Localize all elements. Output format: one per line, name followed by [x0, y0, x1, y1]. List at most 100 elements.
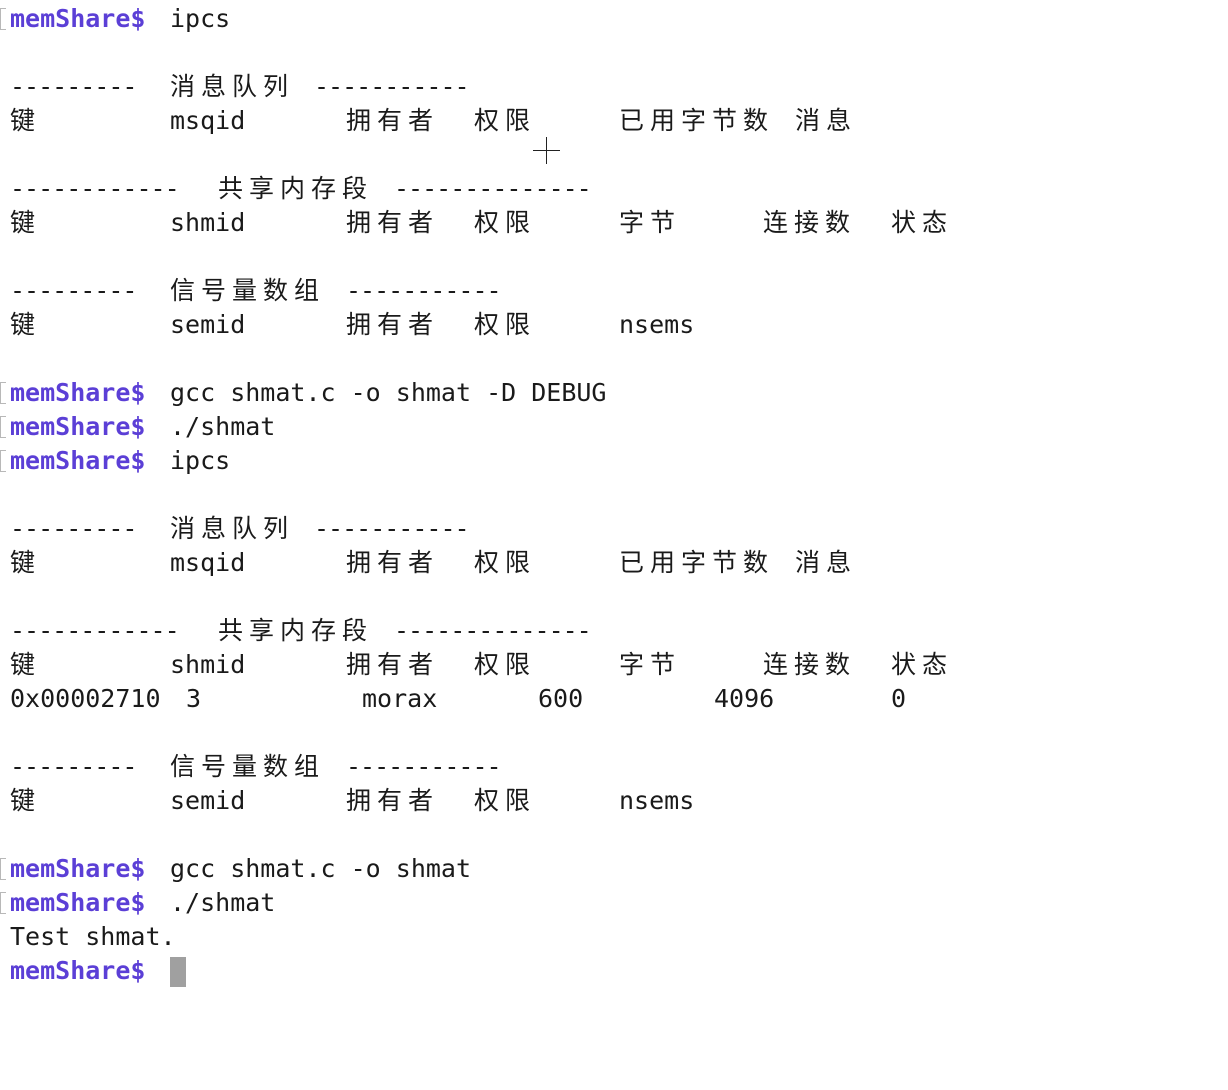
section-header-msg: --------- 消息队列 ----------- [0, 70, 1228, 104]
prompt-line: memShare$ ./shmat [0, 886, 1228, 920]
current-prompt-line[interactable]: memShare$ [0, 954, 1228, 988]
column-header: 拥有者 [346, 650, 440, 679]
mark-bracket [0, 8, 6, 30]
column-header: 消息 [795, 106, 858, 135]
prompt-line: memShare$ ./shmat [0, 410, 1228, 444]
section-header-sem: --------- 信号量数组 ----------- [0, 274, 1228, 308]
prompt-line: memShare$ ipcs [0, 444, 1228, 478]
section-header-msg: --------- 消息队列 ----------- [0, 512, 1228, 546]
column-header-row: 键 semid 拥有者 权限 nsems [0, 784, 1228, 818]
column-header: 键 [10, 786, 42, 815]
header-dashes-left: --------- [10, 752, 137, 781]
column-header: 键 [10, 106, 42, 135]
shm-nattch: 0 [891, 684, 907, 713]
column-header-row: 键 semid 拥有者 权限 nsems [0, 308, 1228, 342]
shell-prompt: memShare$ [10, 888, 146, 917]
prompt-line: memShare$ gcc shmat.c -o shmat [0, 852, 1228, 886]
output-line: Test shmat. [0, 920, 1228, 954]
column-header: shmid [170, 650, 246, 679]
header-dashes-left: ------------ [10, 616, 180, 645]
column-header-row: 键 msqid 拥有者 权限 已用字节数 消息 [0, 546, 1228, 580]
column-header: 拥有者 [346, 106, 440, 135]
shm-key: 0x00002710 [10, 684, 161, 713]
header-dashes-left: --------- [10, 514, 137, 543]
column-header: 拥有者 [346, 786, 440, 815]
section-title: 信号量数组 [170, 276, 326, 305]
column-header: 权限 [474, 548, 537, 577]
column-header: msqid [170, 548, 246, 577]
header-dashes-right: ----------- [314, 514, 470, 543]
shm-perms: 600 [538, 684, 584, 713]
column-header: 消息 [795, 548, 858, 577]
column-header: nsems [619, 786, 695, 815]
column-header: 权限 [474, 106, 537, 135]
mark-bracket [0, 450, 6, 472]
column-header-row: 键 msqid 拥有者 权限 已用字节数 消息 [0, 104, 1228, 138]
program-output: Test shmat. [10, 922, 176, 951]
prompt-line: memShare$ gcc shmat.c -o shmat -D DEBUG [0, 376, 1228, 410]
column-header: semid [170, 786, 246, 815]
command-text: ipcs [170, 446, 231, 475]
header-dashes-left: --------- [10, 276, 137, 305]
column-header-row: 键 shmid 拥有者 权限 字节 连接数 状态 [0, 206, 1228, 240]
shell-prompt: memShare$ [10, 446, 146, 475]
column-header: 连接数 [763, 650, 857, 679]
column-header: 权限 [474, 786, 537, 815]
command-text: ipcs [170, 4, 231, 33]
crosshair-cursor-icon [533, 137, 560, 164]
mark-bracket [0, 892, 6, 914]
mark-bracket [0, 858, 6, 880]
section-title: 共享内存段 [218, 174, 374, 203]
mark-bracket [0, 416, 6, 438]
text-cursor [170, 957, 186, 987]
mark-bracket [0, 382, 6, 404]
column-header: msqid [170, 106, 246, 135]
command-text: ./shmat [170, 412, 276, 441]
column-header: 权限 [474, 650, 537, 679]
column-header: 键 [10, 548, 42, 577]
section-header-shm: ------------ 共享内存段 -------------- [0, 614, 1228, 648]
shm-owner: morax [362, 684, 438, 713]
header-dashes-right: ----------- [314, 72, 470, 101]
column-header: 状态 [891, 650, 954, 679]
table-row: 0x00002710 3 morax 600 4096 0 [0, 682, 1228, 716]
column-header: 拥有者 [346, 310, 440, 339]
prompt-line: memShare$ ipcs [0, 2, 1228, 36]
column-header: 字节 [619, 208, 682, 237]
header-dashes-left: ------------ [10, 174, 180, 203]
column-header: semid [170, 310, 246, 339]
shm-bytes: 4096 [714, 684, 775, 713]
column-header: 权限 [474, 208, 537, 237]
column-header: 拥有者 [346, 208, 440, 237]
column-header: 键 [10, 310, 42, 339]
section-header-shm: ------------ 共享内存段 -------------- [0, 172, 1228, 206]
section-title: 共享内存段 [218, 616, 374, 645]
shell-prompt: memShare$ [10, 4, 146, 33]
column-header: shmid [170, 208, 246, 237]
shell-prompt: memShare$ [10, 378, 146, 407]
header-dashes-right: ----------- [346, 752, 502, 781]
header-dashes-right: -------------- [394, 174, 592, 203]
shm-id: 3 [186, 684, 202, 713]
column-header: 键 [10, 208, 42, 237]
shell-prompt: memShare$ [10, 412, 146, 441]
header-dashes-left: --------- [10, 72, 137, 101]
section-title: 消息队列 [170, 72, 295, 101]
command-text: gcc shmat.c -o shmat [170, 854, 472, 883]
shell-prompt: memShare$ [10, 956, 146, 985]
column-header: 键 [10, 650, 42, 679]
column-header: nsems [619, 310, 695, 339]
header-dashes-right: -------------- [394, 616, 592, 645]
section-title: 信号量数组 [170, 752, 326, 781]
column-header: 状态 [891, 208, 954, 237]
command-text: ./shmat [170, 888, 276, 917]
command-text: gcc shmat.c -o shmat -D DEBUG [170, 378, 607, 407]
column-header: 权限 [474, 310, 537, 339]
column-header: 已用字节数 [619, 548, 775, 577]
column-header-row: 键 shmid 拥有者 权限 字节 连接数 状态 [0, 648, 1228, 682]
column-header: 字节 [619, 650, 682, 679]
column-header: 连接数 [763, 208, 857, 237]
section-header-sem: --------- 信号量数组 ----------- [0, 750, 1228, 784]
column-header: 拥有者 [346, 548, 440, 577]
terminal-window[interactable]: memShare$ ipcs --------- 消息队列 ----------… [0, 0, 1228, 996]
